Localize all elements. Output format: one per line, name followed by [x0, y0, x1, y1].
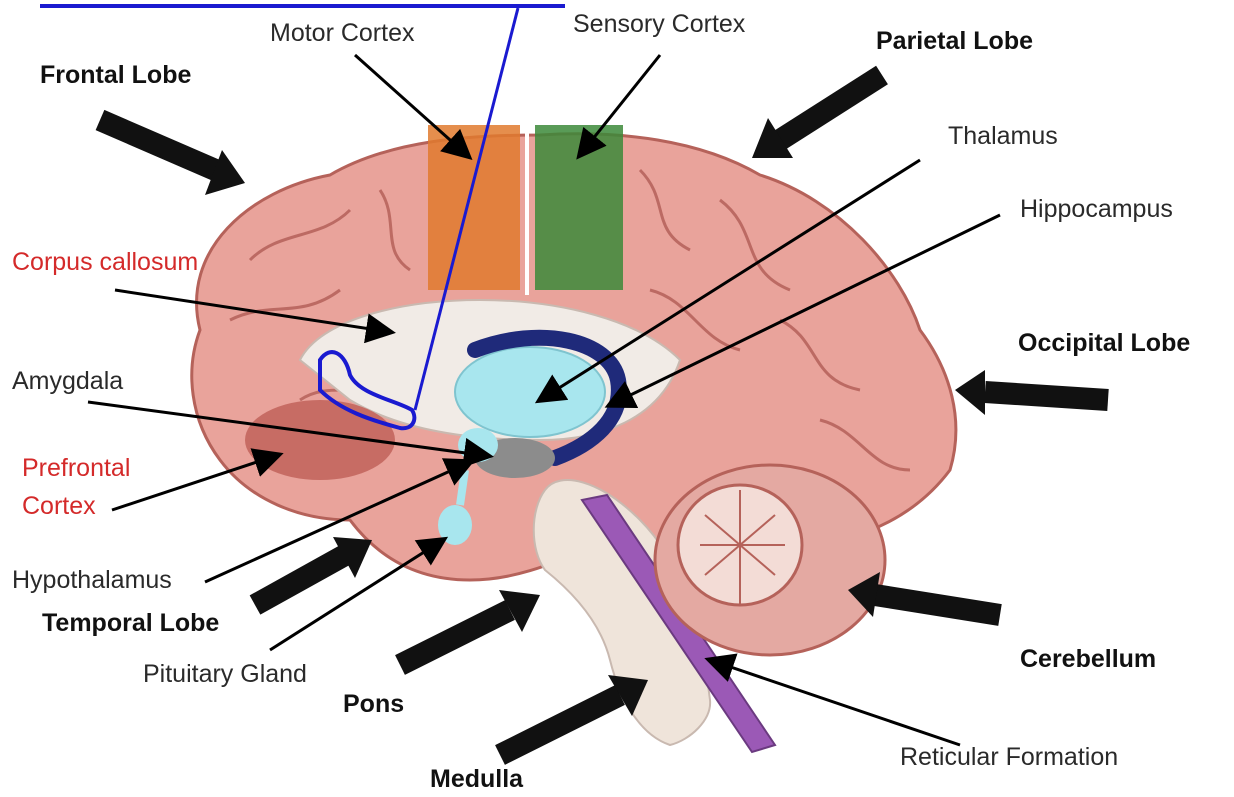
- pons-arrow: [400, 610, 510, 665]
- parietal-lobe-arrow: [780, 75, 882, 140]
- thalamus-shape: [455, 347, 605, 437]
- label-temporal-lobe: Temporal Lobe: [42, 609, 219, 638]
- label-prefrontal-line1: Prefrontal: [22, 454, 130, 483]
- label-hypothalamus: Hypothalamus: [12, 566, 172, 595]
- frontal-lobe-arrow: [100, 120, 220, 172]
- label-parietal-lobe: Parietal Lobe: [876, 27, 1033, 56]
- label-thalamus: Thalamus: [948, 122, 1058, 151]
- label-pons: Pons: [343, 690, 404, 719]
- motor-cortex-leader: [355, 55, 468, 156]
- pituitary-shape: [438, 505, 472, 545]
- label-motor-cortex: Motor Cortex: [270, 19, 414, 48]
- amygdala-shape: [458, 428, 498, 462]
- label-occipital-lobe: Occipital Lobe: [1018, 329, 1190, 358]
- label-prefrontal-line2: Cortex: [22, 492, 96, 521]
- label-corpus-callosum: Corpus callosum: [12, 248, 198, 277]
- label-reticular-formation: Reticular Formation: [900, 743, 1118, 772]
- label-amygdala: Amygdala: [12, 367, 123, 396]
- pituitary-stalk: [460, 470, 465, 505]
- label-cerebellum: Cerebellum: [1020, 645, 1156, 674]
- label-medulla: Medulla: [430, 765, 523, 794]
- occipital-lobe-arrow: [985, 392, 1108, 400]
- cerebellum-arrow: [875, 595, 1000, 615]
- label-sensory-cortex: Sensory Cortex: [573, 10, 745, 39]
- motor-cortex-strip: [428, 125, 520, 290]
- label-hippocampus: Hippocampus: [1020, 195, 1173, 224]
- label-pituitary-gland: Pituitary Gland: [143, 660, 307, 689]
- label-frontal-lobe: Frontal Lobe: [40, 61, 191, 90]
- temporal-lobe-arrow: [255, 555, 345, 605]
- medulla-arrow: [500, 695, 620, 755]
- sensory-cortex-strip: [535, 125, 623, 290]
